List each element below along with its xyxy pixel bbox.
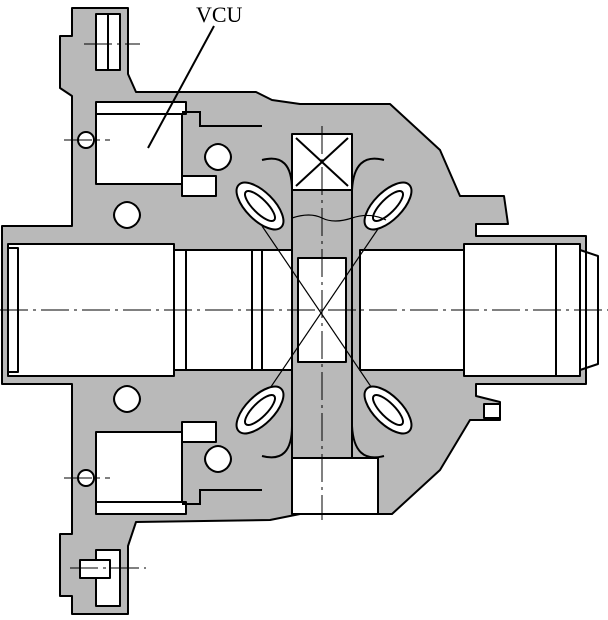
vcu-lower-seal-ring	[181, 421, 217, 443]
bevel-gear-lower-left	[235, 385, 285, 435]
upper-left-gear-arc	[261, 157, 293, 191]
vcu-leader-line	[147, 25, 215, 149]
lower-right-gear-arc	[351, 425, 385, 459]
vcu-upper-chamber	[95, 111, 183, 185]
bevel-gear-upper-left	[235, 181, 285, 231]
vcu-lower-chamber	[95, 431, 183, 505]
vcu-lower-edge	[182, 489, 262, 505]
vcu-lower-cap	[95, 501, 187, 515]
vcu-upper-seal-ring	[181, 175, 217, 197]
section-break-line	[291, 214, 387, 222]
x-seal-lower-left	[113, 385, 141, 413]
upper-right-gear-arc	[351, 157, 385, 191]
bevel-gear-upper-right	[363, 181, 413, 231]
right-shaft-bore	[463, 243, 581, 377]
x-seal-upper-left	[113, 201, 141, 229]
bottom-bolt-head	[79, 559, 111, 579]
vcu-label: VCU	[196, 2, 243, 27]
gear-cone-line-2	[261, 225, 381, 401]
x-seal-lower-right	[204, 445, 232, 473]
x-seal-upper-right	[204, 143, 232, 171]
vcu-upper-cap	[95, 101, 187, 115]
right-retaining-clip	[483, 403, 501, 419]
bevel-gear-lower-right	[363, 385, 413, 435]
vcu-upper-edge	[182, 111, 262, 127]
cross-pin-lower-block	[291, 457, 379, 515]
lower-left-gear-arc	[261, 425, 293, 459]
